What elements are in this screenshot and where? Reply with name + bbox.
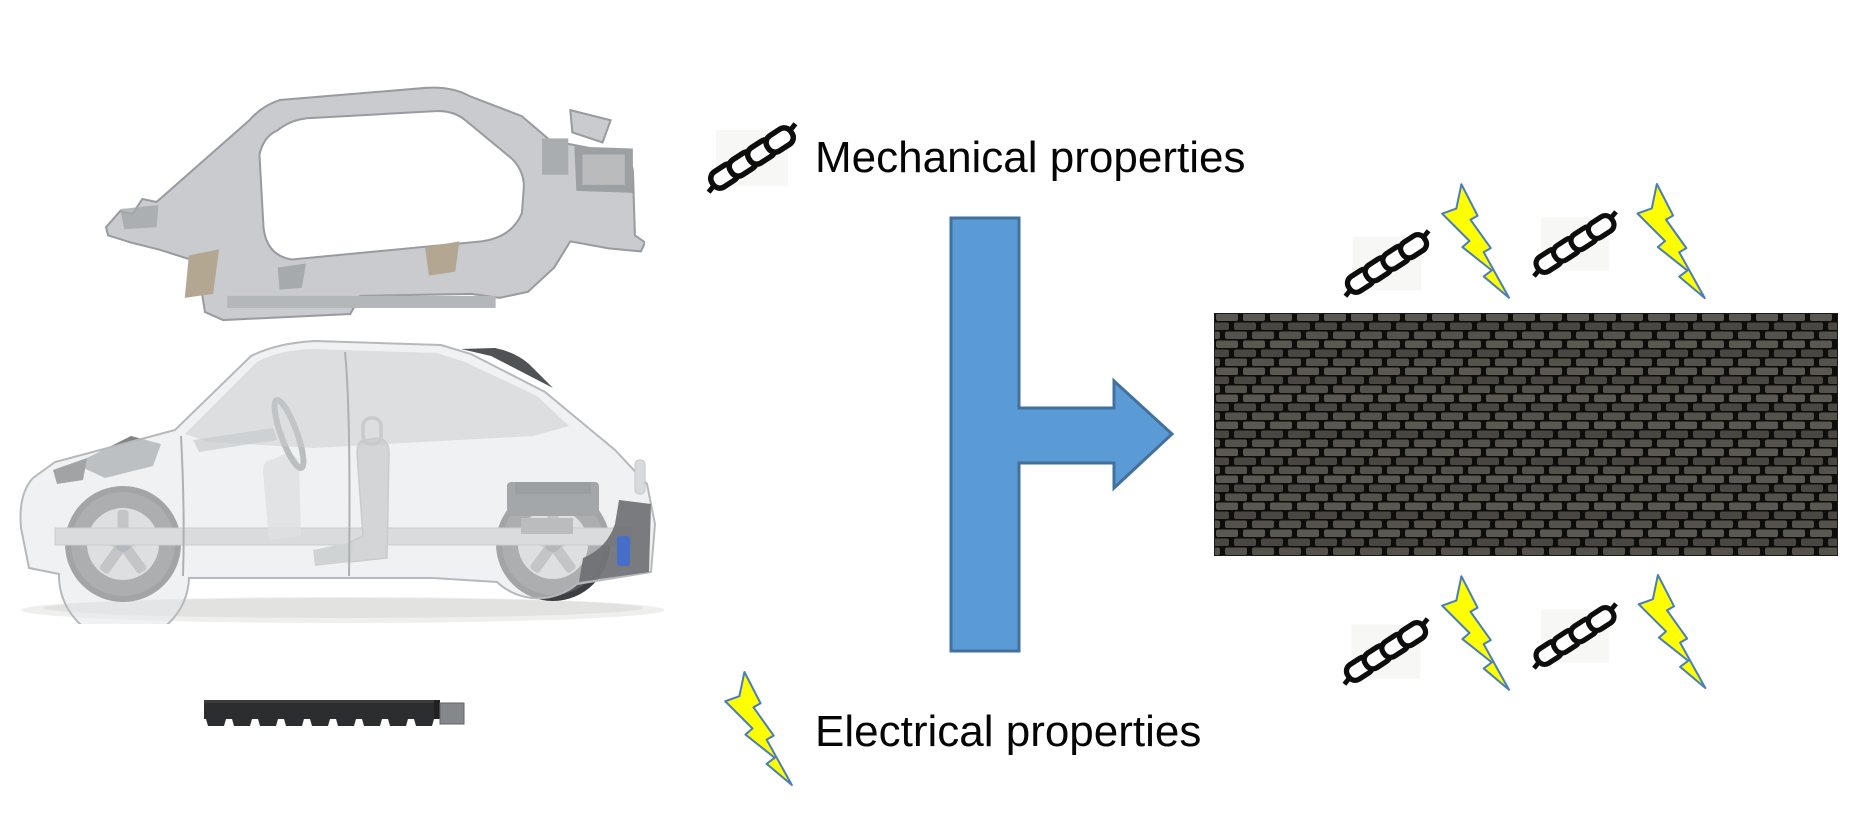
lightning-icon <box>1441 575 1511 691</box>
lightning-icon <box>724 670 793 787</box>
car-frame-image <box>104 86 645 322</box>
battery-pack-image <box>204 700 465 726</box>
chain-icon <box>1525 602 1625 670</box>
chain-icon <box>1525 210 1625 278</box>
battery-end-cap <box>439 702 465 725</box>
chain-icon <box>1337 229 1437 298</box>
car-cutaway-image <box>19 339 664 624</box>
chain-icon <box>1336 617 1436 686</box>
lightning-icon <box>1636 182 1706 300</box>
rear-spoiler <box>461 348 553 388</box>
blue-accent <box>617 536 630 566</box>
glasshouse <box>185 349 569 448</box>
chain-icon <box>700 122 804 194</box>
mechanical-properties-label: Mechanical properties <box>815 133 1246 182</box>
electrical-properties-label: Electrical properties <box>815 707 1202 756</box>
lightning-icon <box>1441 183 1511 299</box>
carbon-fiber-sheet-image <box>1214 313 1838 556</box>
merge-arrow <box>949 216 1175 653</box>
battery-cell-teeth <box>206 719 434 726</box>
lightning-icon <box>1637 573 1707 690</box>
